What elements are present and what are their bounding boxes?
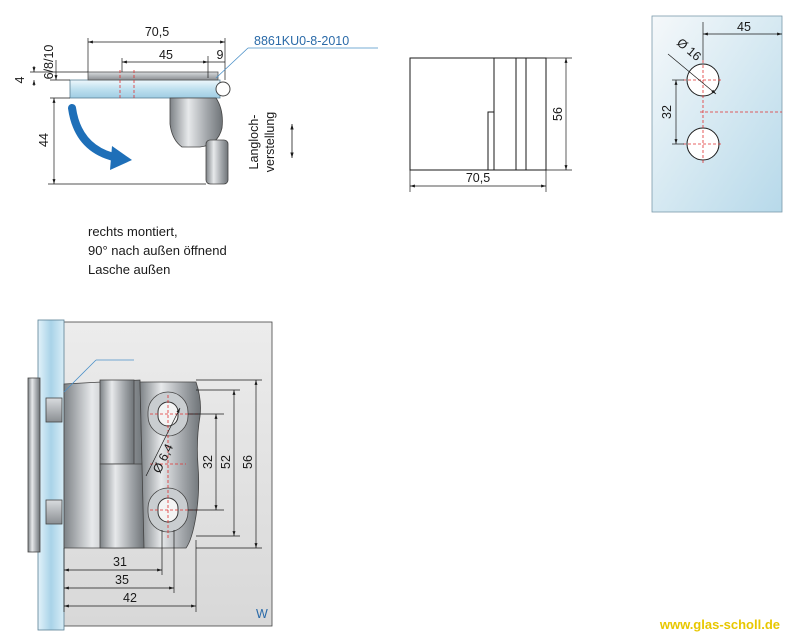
dim-height: 44 xyxy=(37,133,51,147)
dim-glass-thickness: 6/8/10 xyxy=(42,45,56,80)
wall-label: W xyxy=(256,607,268,621)
top-left-side-view: 70,5 45 9 8861KU0-8-2010 6/8/10 4 44 Lan… xyxy=(13,25,378,185)
website-footer: www.glas-scholl.de xyxy=(659,617,780,632)
part-code: 8861KU0-8-2010 xyxy=(254,34,349,48)
description-line-3: Lasche außen xyxy=(88,262,171,277)
swing-arrow-head xyxy=(110,146,132,170)
swing-arrow xyxy=(68,104,122,162)
glass-edge xyxy=(37,319,65,631)
dim-31: 31 xyxy=(113,555,127,569)
description-line-1: rechts montiert, xyxy=(88,224,178,239)
dim-top-width-inner: 45 xyxy=(159,48,173,62)
dim-top-width-total: 70,5 xyxy=(145,25,169,39)
side-label-line-2: verstellung xyxy=(263,112,277,172)
dim-edge: 45 xyxy=(737,20,751,34)
top-right-glass-cutout: 45 Ø 16 32 xyxy=(651,15,783,213)
dim-hole-spacing: 32 xyxy=(660,105,674,119)
screw-head xyxy=(45,499,63,525)
dim-front-height: 56 xyxy=(551,107,565,121)
glass-panel xyxy=(651,15,783,213)
dim-35: 35 xyxy=(115,573,129,587)
bottom-mounting-view: Ø 6,4 32 52 56 31 35 42 W xyxy=(27,319,273,631)
side-label-line-1: Langloch- xyxy=(247,115,261,170)
clamp-back-plate xyxy=(27,377,41,553)
pivot-knob xyxy=(215,81,231,97)
dim-gap: 4 xyxy=(13,76,27,83)
glass-plate xyxy=(69,79,221,99)
dim-42: 42 xyxy=(123,591,137,605)
dim-height-total: 56 xyxy=(241,455,255,469)
description-line-2: 90° nach außen öffnend xyxy=(88,243,227,258)
dim-front-width: 70,5 xyxy=(466,171,490,185)
dim-height-inner: 52 xyxy=(219,455,233,469)
dim-slot-spacing: 32 xyxy=(201,455,215,469)
hinge-post xyxy=(205,139,229,185)
dim-top-offset: 9 xyxy=(217,48,224,62)
mounting-description: rechts montiert, 90° nach außen öffnend … xyxy=(88,222,227,279)
top-middle-front-view: 56 70,5 xyxy=(409,57,572,192)
screw-head xyxy=(45,397,63,423)
clamp-plate xyxy=(87,71,219,81)
